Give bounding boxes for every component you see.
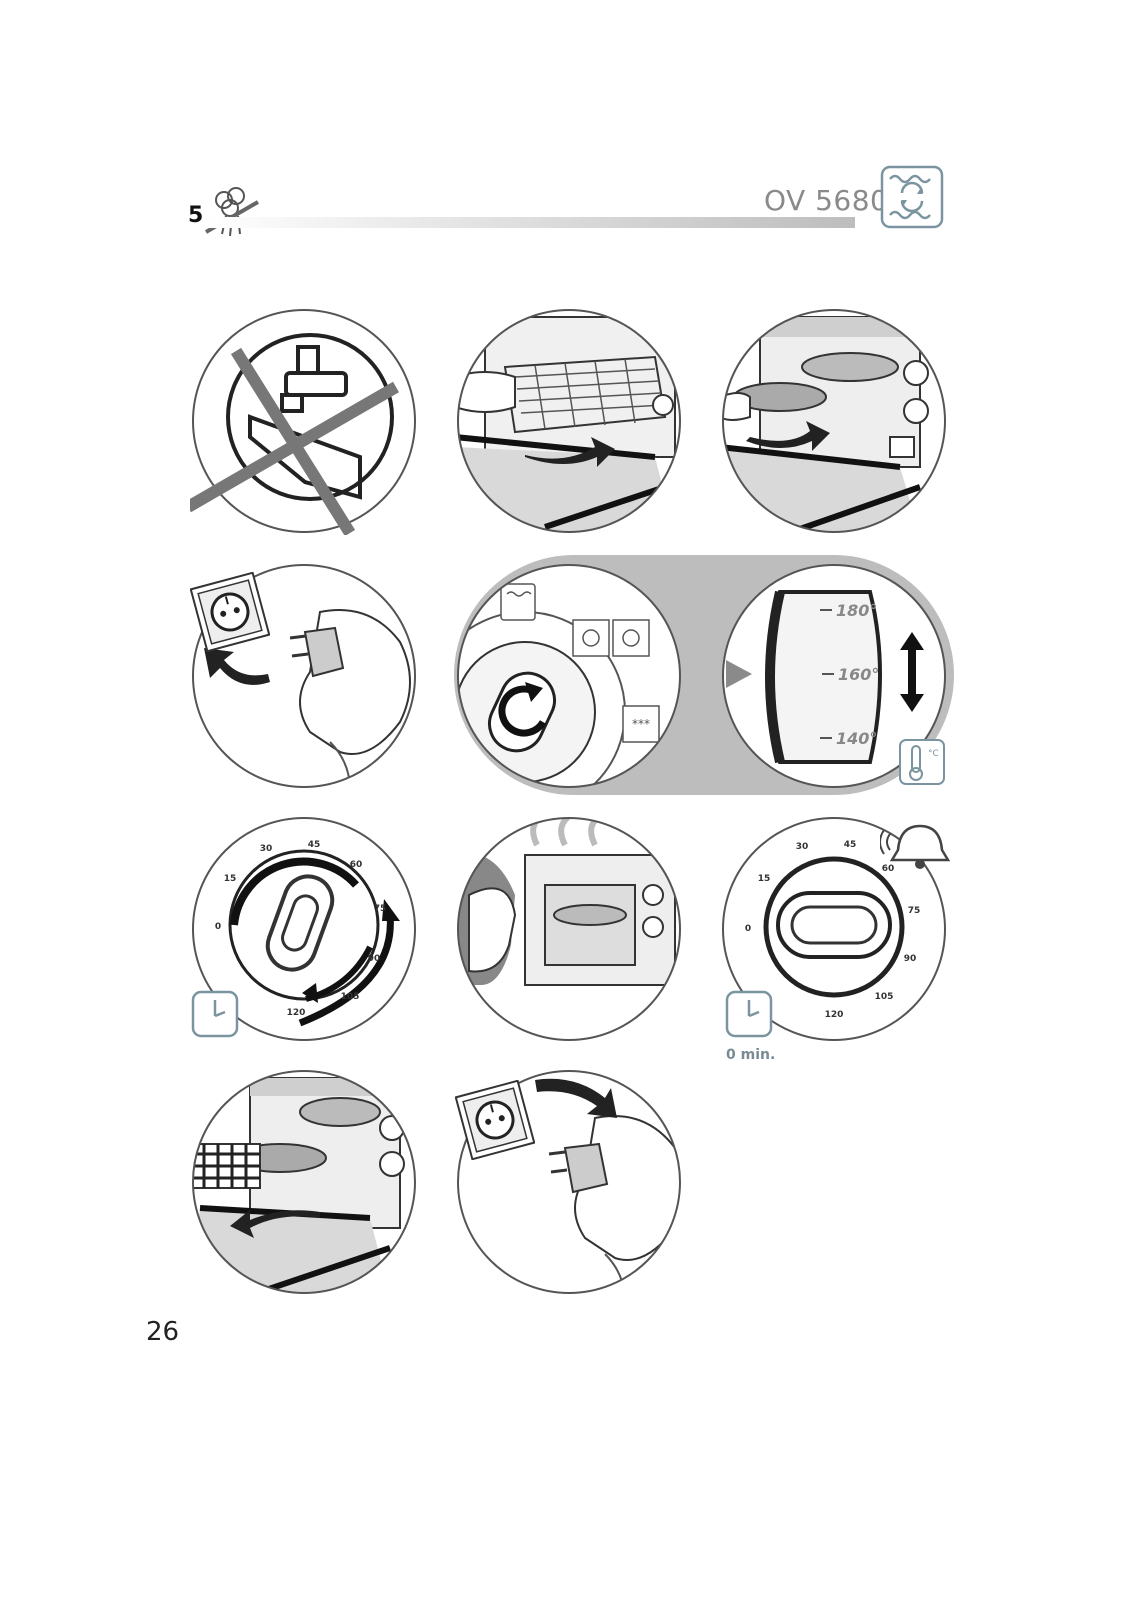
mode-badge-text: *** [632, 717, 650, 731]
temp-180: 180° [836, 601, 877, 620]
temp-160: 160° [838, 665, 879, 684]
watch-oven-icon [455, 815, 683, 1043]
dish-insert-icon [720, 307, 948, 535]
timer-left-tick-75: 75 [374, 904, 387, 914]
timer-right-tick-0: 0 [745, 924, 751, 934]
timer-left-tick-15: 15 [224, 874, 237, 884]
step-number: 5 [188, 203, 204, 228]
timer-right-tick-60: 60 [882, 864, 895, 874]
temp-140: 140° [836, 729, 877, 748]
timer-right-tick-105: 105 [875, 992, 894, 1002]
wall-socket-icon [190, 572, 270, 652]
mode-selector-icon[interactable]: *** [455, 562, 683, 790]
clock-icon-end [725, 990, 773, 1038]
timer-right-tick-45: 45 [844, 840, 857, 850]
header-bar [205, 217, 855, 228]
plug-in-icon [190, 562, 418, 790]
unit-celsius: °C [928, 749, 939, 759]
timer-left-tick-45: 45 [308, 840, 321, 850]
remove-dish-icon [190, 1068, 418, 1296]
timer-left-tick-90: 90 [368, 954, 381, 964]
timer-left-tick-0: 0 [215, 922, 221, 932]
rack-insert-icon [455, 307, 683, 535]
timer-right-tick-120: 120 [825, 1010, 844, 1020]
timer-left-tick-120: 120 [287, 1008, 306, 1018]
wall-socket-icon-2 [455, 1080, 535, 1160]
clock-icon [191, 990, 239, 1038]
timer-set-icon[interactable]: 0 15 30 45 60 75 90 105 120 [190, 815, 418, 1043]
steam-crossed-icon [200, 180, 262, 246]
timer-left-tick-30: 30 [260, 844, 273, 854]
timer-right-tick-30: 30 [796, 842, 809, 852]
timer-left-tick-105: 105 [341, 992, 360, 1002]
timer-left-tick-60: 60 [350, 860, 363, 870]
timer-right-tick-15: 15 [758, 874, 771, 884]
thermometer-icon: °C [898, 738, 946, 786]
page-number: 26 [146, 1317, 180, 1347]
timer-right-tick-75: 75 [908, 906, 921, 916]
bell-icon [880, 816, 960, 876]
timer-end-label: 0 min. [726, 1047, 776, 1063]
model-name: OV 5680 [764, 184, 889, 217]
timer-end-bell-icon: 0 15 30 45 60 75 90 105 120 [720, 815, 948, 1043]
timer-right-tick-90: 90 [904, 954, 917, 964]
no-water-tap-icon [190, 307, 418, 535]
convection-mode-icon [880, 165, 944, 233]
